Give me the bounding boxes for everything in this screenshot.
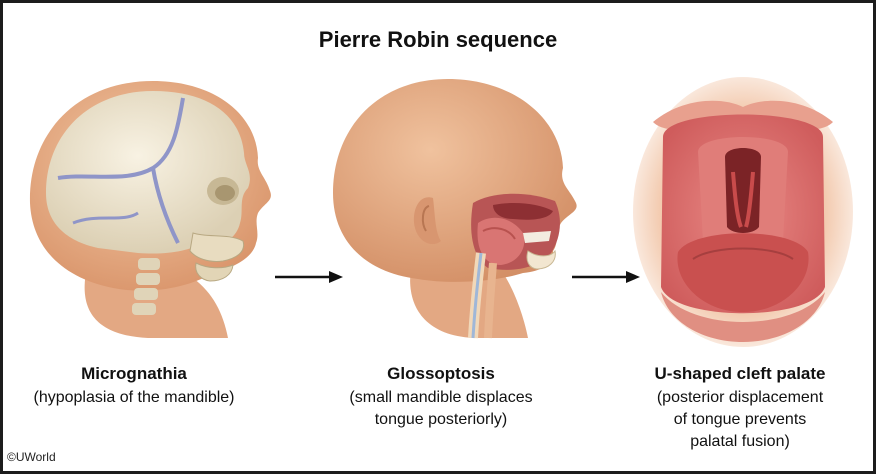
copyright-label: ©UWorld <box>7 450 56 464</box>
micrognathia-description: (hypoplasia of the mandible) <box>33 389 235 406</box>
caption-glossoptosis: Glossoptosis (small mandible displaces t… <box>313 363 569 431</box>
diagram-frame: Pierre Robin sequence <box>3 3 873 471</box>
cleft-palate-description-line-1: (posterior displacement <box>656 389 824 406</box>
cleft-palate-heading: U-shaped cleft palate <box>654 364 826 383</box>
caption-micrognathia: Micrognathia (hypoplasia of the mandible… <box>3 363 265 409</box>
cleft-palate-illustration <box>633 77 853 347</box>
glossoptosis-description-line-1: (small mandible displaces <box>349 389 533 406</box>
cleft-palate-description-line-2: of tongue prevents <box>673 411 807 428</box>
cleft-palate-description-line-3: palatal fusion) <box>690 433 790 450</box>
diagram-title: Pierre Robin sequence <box>318 27 558 52</box>
glossoptosis-heading: Glossoptosis <box>387 364 495 383</box>
glossoptosis-description-line-2: tongue posteriorly) <box>374 411 508 428</box>
glossoptosis-illustration <box>333 79 577 339</box>
arrow-right-icon <box>275 271 343 283</box>
caption-cleft-palate: U-shaped cleft palate (posterior displac… <box>615 363 865 453</box>
micrognathia-heading: Micrognathia <box>81 364 187 383</box>
micrognathia-illustration <box>29 81 271 338</box>
arrow-right-icon <box>572 271 640 283</box>
